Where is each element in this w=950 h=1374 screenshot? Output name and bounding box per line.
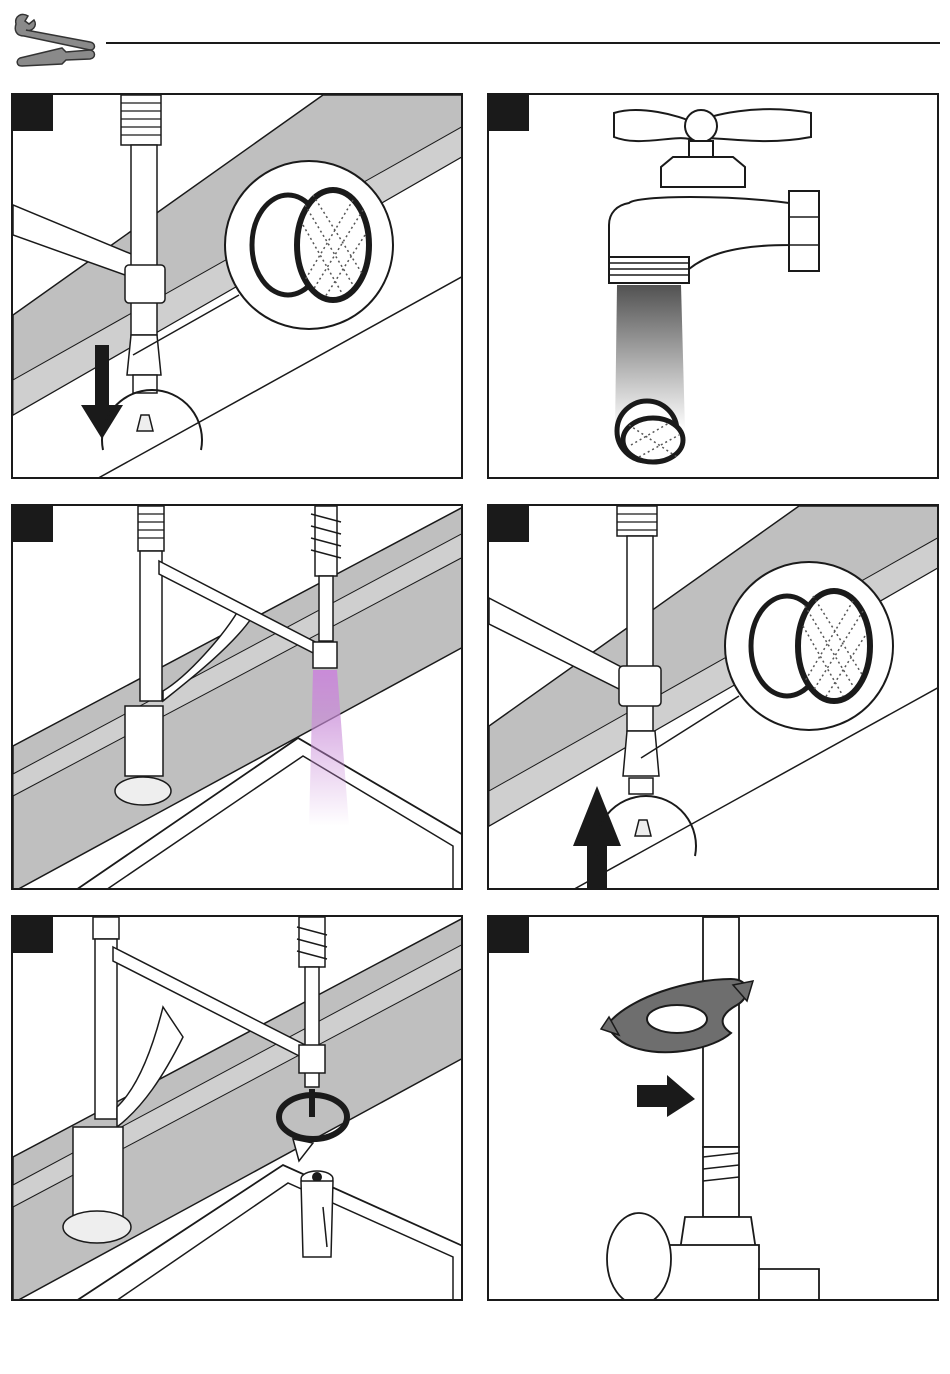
angle-valve-icon	[607, 1147, 819, 1301]
step-badge	[489, 95, 529, 131]
step-panel-3	[11, 504, 463, 890]
filter-screen-icon	[252, 190, 369, 300]
flush-hose-illustration	[13, 506, 463, 890]
filter-screen-icon	[751, 591, 870, 701]
tap-icon	[609, 109, 819, 283]
reinsert-filter-illustration	[489, 506, 939, 890]
step-badge	[13, 506, 53, 542]
step-panel-5	[11, 915, 463, 1301]
step-badge	[489, 917, 529, 953]
step-panel-2	[487, 93, 939, 479]
spray-head-icon	[301, 1171, 333, 1257]
arrow-right-icon	[637, 1075, 695, 1117]
tighten-special-key-illustration	[489, 917, 939, 1301]
step-badge	[13, 917, 53, 953]
step-panel-1	[11, 93, 463, 479]
reattach-spray-head-illustration	[13, 917, 463, 1301]
rinse-filter-illustration	[489, 95, 939, 479]
wrench-screwdriver-icon	[10, 10, 96, 68]
step-badge	[13, 95, 53, 131]
remove-filter-illustration	[13, 95, 463, 479]
header-rule	[106, 42, 940, 44]
step-panel-6	[487, 915, 939, 1301]
magnifier-callout-icon	[102, 390, 202, 450]
step-panel-4	[487, 504, 939, 890]
step-badge	[489, 506, 529, 542]
